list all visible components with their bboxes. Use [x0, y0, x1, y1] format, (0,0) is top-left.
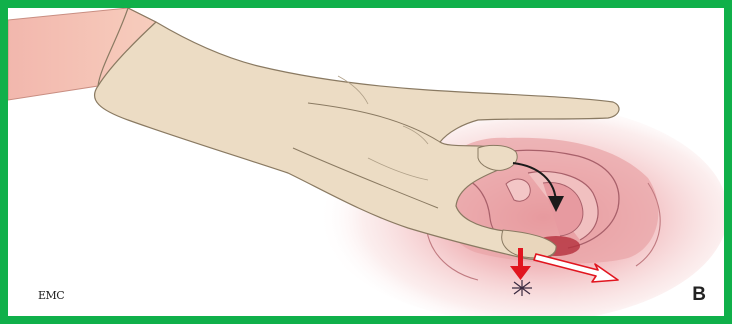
medical-illustration	[8, 8, 724, 316]
perineum-mark	[512, 280, 532, 296]
publisher-credit: EMC	[38, 289, 64, 302]
panel-letter: B	[692, 284, 706, 306]
figure-frame: EMC B	[8, 8, 724, 316]
